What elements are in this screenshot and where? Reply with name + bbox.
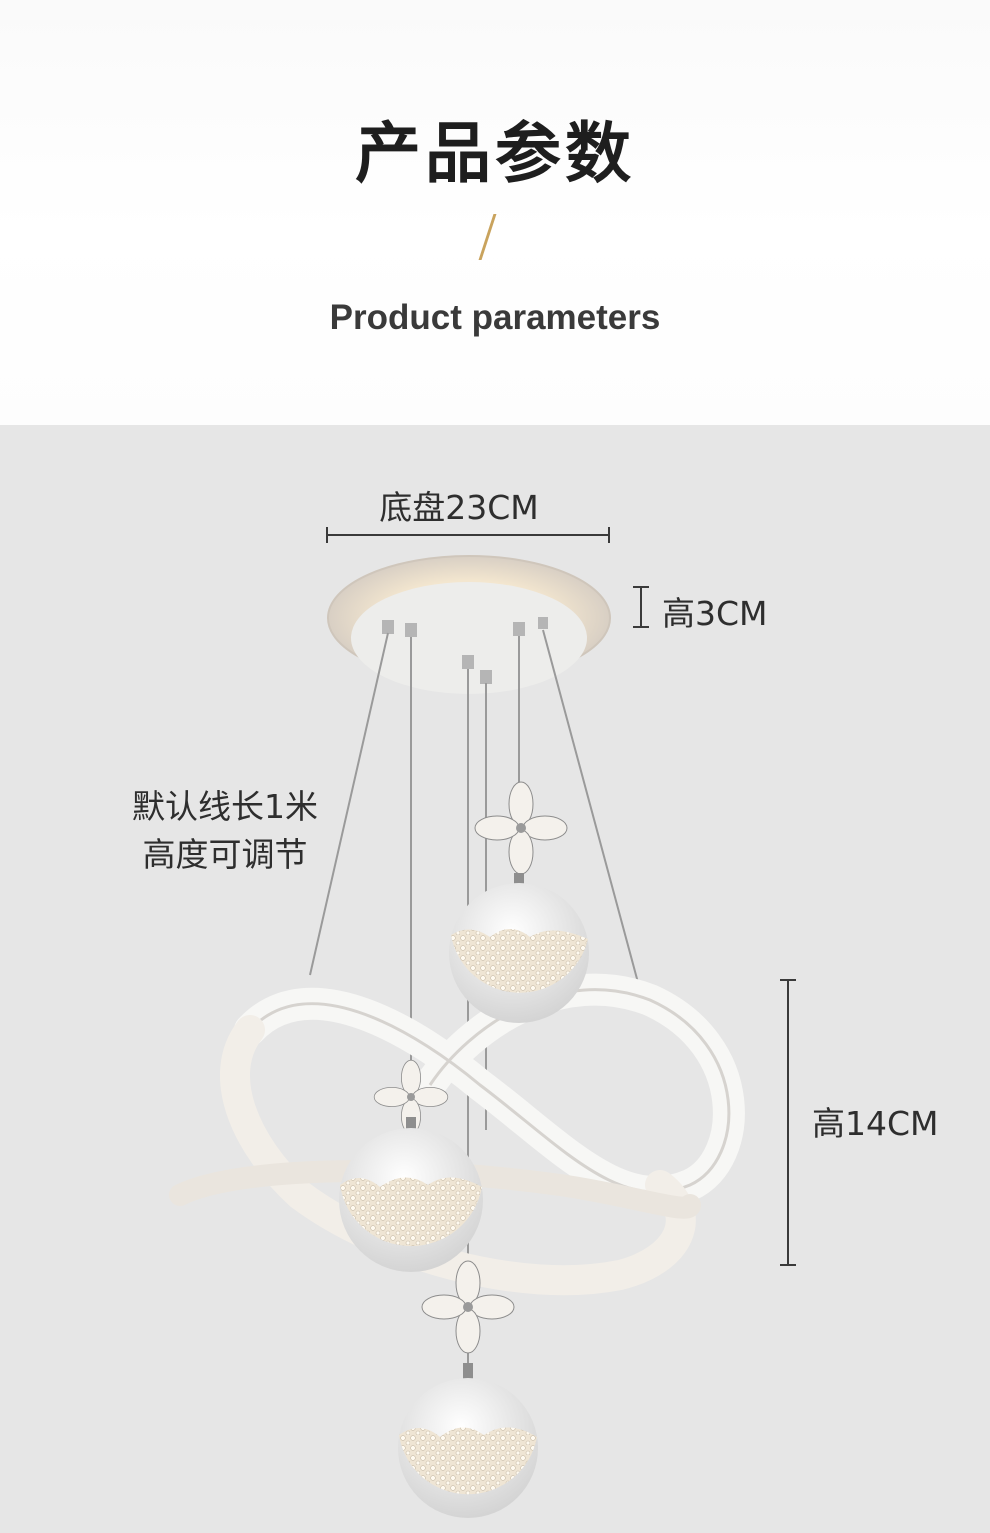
crystal-flower-middle [373,1059,449,1135]
page-title: 产品参数 [355,115,635,192]
cable-length-line2: 高度可调节 [142,835,308,874]
base-diameter-label: 底盘23CM [379,488,539,527]
product-panel: 底盘23CM 高3CM 高14CM 默认线长1米 高度可调节 [0,425,990,1533]
total-height-label: 高14CM [812,1104,939,1143]
page-subtitle: Product parameters [329,298,661,337]
crystal-flower-bottom [421,1260,515,1354]
base-height-marker [633,586,649,628]
pendant-lamp-icon [169,527,796,1518]
globe-middle [339,1117,483,1272]
total-height-marker [780,979,796,1266]
base-height-label: 高3CM [662,594,768,633]
page-header: 产品参数 Product parameters [0,0,990,425]
cable-length-note: 默认线长1米 高度可调节 [110,783,340,879]
globe-bottom [398,1363,538,1518]
base-width-marker [326,527,610,543]
crystal-flower-top [474,781,568,875]
cable-length-line1: 默认线长1米 [132,787,318,826]
divider-slash [478,214,497,260]
globe-top [449,873,589,1023]
